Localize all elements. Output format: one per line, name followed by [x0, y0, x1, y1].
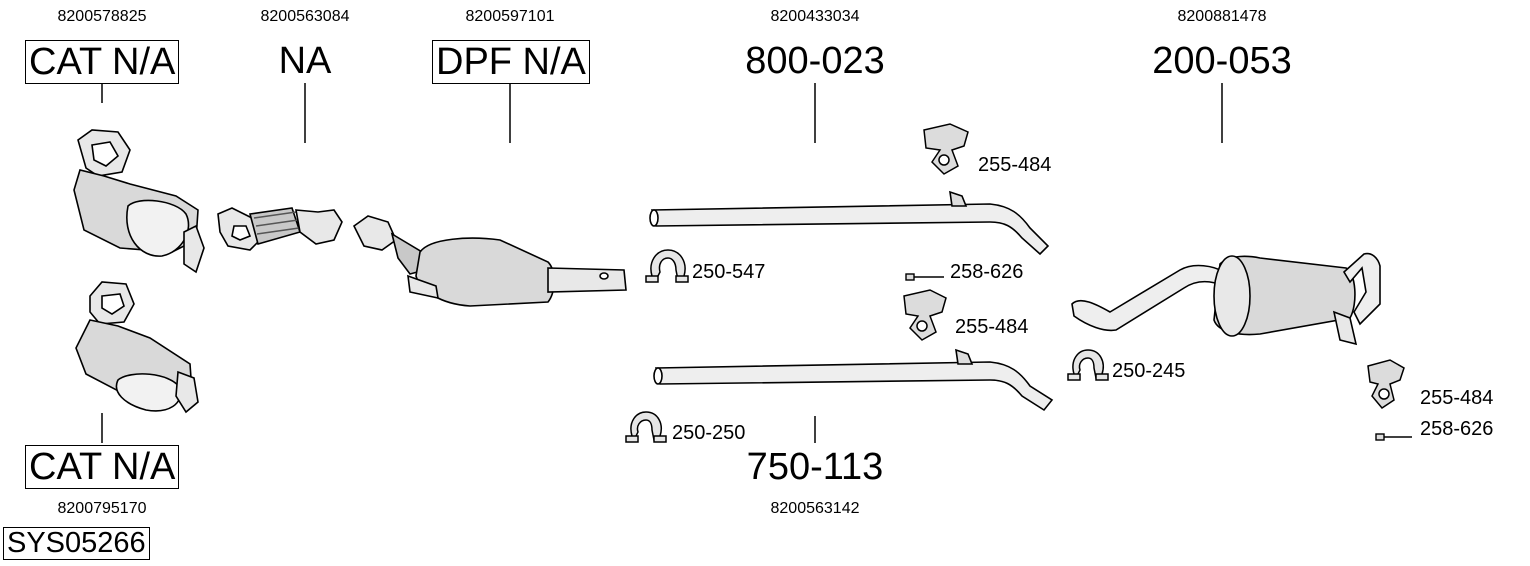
clamp-lower-icon — [625, 411, 667, 443]
fitting-label-bolt-mid: 258-626 — [950, 261, 1024, 283]
rubber-hanger-rear-icon — [1367, 359, 1405, 409]
rear-silencer-icon — [1071, 252, 1381, 346]
fitting-label-clamp-dpf: 250-547 — [692, 261, 766, 283]
oe-number-dpf: 8200597101 — [465, 8, 555, 25]
part-label-mid-pipe-lower: 750-113 — [746, 446, 884, 488]
fitting-label-hanger-top: 255-484 — [978, 154, 1052, 176]
rubber-hanger-mid-icon — [903, 289, 947, 341]
fitting-label-hanger-rear: 255-484 — [1420, 387, 1494, 409]
oe-number-cat-front: 8200578825 — [57, 8, 147, 25]
part-label-flex-pipe: NA — [278, 40, 332, 82]
bolt-mid-icon — [905, 273, 944, 281]
system-code: SYS05266 — [3, 527, 150, 560]
catalytic-converter-front-icon — [73, 129, 205, 274]
flex-pipe-icon — [217, 207, 343, 251]
mid-pipe-lower-icon — [653, 348, 1054, 412]
part-label-cat-rear: CAT N/A — [25, 445, 180, 489]
part-label-rear-silencer: 200-053 — [1152, 40, 1292, 82]
fitting-label-bolt-rear: 258-626 — [1420, 418, 1494, 440]
dpf-icon — [352, 215, 627, 307]
oe-number-mid-pipe-upper: 8200433034 — [770, 8, 860, 25]
rubber-hanger-top-icon — [923, 123, 969, 175]
oe-number-flex-pipe: 8200563084 — [260, 8, 350, 25]
catalytic-converter-rear-icon — [75, 281, 199, 414]
part-label-cat-front: CAT N/A — [25, 40, 180, 84]
oe-number-cat-rear: 8200795170 — [57, 500, 147, 517]
oe-number-rear-silencer: 8200881478 — [1177, 8, 1267, 25]
part-label-dpf: DPF N/A — [432, 40, 590, 84]
fitting-label-hanger-mid: 255-484 — [955, 316, 1029, 338]
bolt-rear-icon — [1375, 433, 1412, 441]
clamp-rear-icon — [1067, 349, 1109, 381]
clamp-dpf-icon — [645, 249, 689, 283]
part-label-mid-pipe-upper: 800-023 — [745, 40, 885, 82]
fitting-label-clamp-rear: 250-245 — [1112, 360, 1186, 382]
fitting-label-clamp-lower: 250-250 — [672, 422, 746, 444]
mid-pipe-upper-icon — [649, 190, 1050, 256]
oe-number-mid-pipe-lower: 8200563142 — [770, 500, 860, 517]
